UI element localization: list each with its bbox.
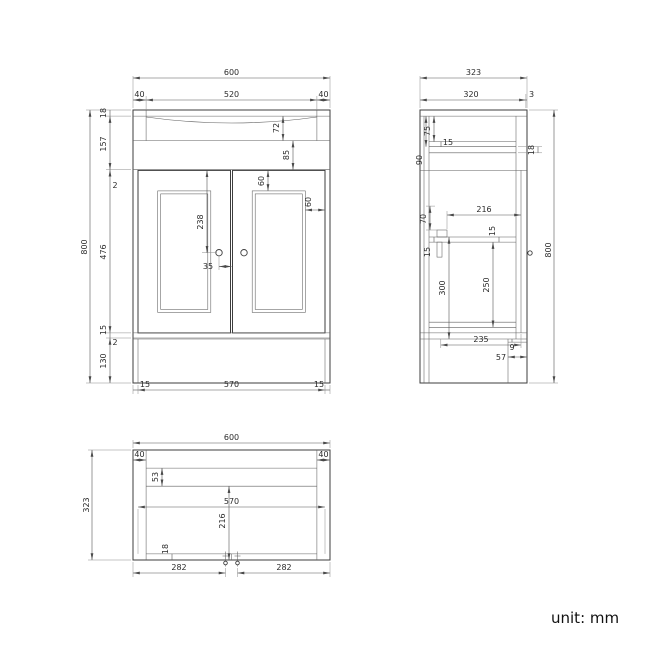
front-dim-bottom-570: 570	[224, 380, 239, 389]
plan-dim-total-depth: 323	[82, 497, 91, 512]
front-dim-top-right: 40	[318, 90, 328, 99]
front-dim-60b: 60	[304, 197, 313, 207]
side-dim-300: 300	[438, 280, 447, 295]
wall-bracket	[436, 229, 448, 238]
side-dim-18: 18	[527, 145, 536, 155]
plan-view-outline	[132, 449, 331, 567]
side-dim-235: 235	[473, 335, 488, 344]
right-door-knob	[240, 249, 248, 257]
basin-front-curve	[146, 116, 317, 124]
front-dim-2b: 2	[112, 338, 117, 347]
side-dim-9: 9	[509, 343, 514, 352]
plan-dim-total-width: 600	[224, 433, 239, 442]
side-view-outline	[419, 109, 533, 384]
front-dim-2a: 2	[112, 181, 117, 190]
front-dim-157: 157	[99, 136, 108, 151]
front-dim-476: 476	[99, 244, 108, 259]
plan-dim-18: 18	[161, 544, 170, 554]
plan-view: 600 40 40 323 53 570 216 18 282 282	[82, 433, 331, 577]
plan-dim-right-282: 282	[276, 563, 291, 572]
side-dim-320: 320	[463, 90, 478, 99]
front-dim-130: 130	[99, 353, 108, 368]
plan-dim-right-40: 40	[318, 450, 328, 459]
side-dim-70: 70	[419, 214, 428, 224]
plan-dim-left-282: 282	[171, 563, 186, 572]
side-dim-15a: 15	[443, 138, 453, 147]
front-view-dimensions: 600 40 520 40 800 18 157 2 476 15 2 130 …	[80, 68, 331, 394]
plan-view-dimensions: 600 40 40 323 53 570 216 18 282 282	[82, 433, 331, 577]
front-dim-72: 72	[272, 123, 281, 133]
side-dim-15b: 15	[423, 247, 432, 257]
front-dim-35: 35	[203, 262, 213, 271]
plan-dim-570: 570	[224, 497, 239, 506]
plan-dim-216: 216	[218, 513, 227, 528]
front-view-outline	[132, 109, 331, 384]
front-dim-18: 18	[99, 108, 108, 118]
side-view: 323 320 3 800 18 75 15 90 70 15 300 216 …	[415, 68, 558, 384]
side-dim-216: 216	[476, 205, 491, 214]
right-door-panel	[251, 190, 306, 313]
front-dim-bottom-15r: 15	[314, 380, 324, 389]
unit-label: unit: mm	[551, 609, 619, 627]
front-dim-total-width: 600	[224, 68, 239, 77]
side-dim-90: 90	[415, 155, 424, 165]
plan-dim-53: 53	[151, 472, 160, 482]
fixing-dot-right	[235, 560, 240, 566]
front-dim-total-height: 800	[80, 239, 89, 254]
side-dim-total-height: 800	[544, 242, 553, 257]
side-dim-250: 250	[482, 277, 491, 292]
front-dim-15: 15	[99, 325, 108, 335]
front-dim-top-center: 520	[224, 90, 239, 99]
front-dim-85: 85	[282, 150, 291, 160]
front-dim-top-left: 40	[134, 90, 144, 99]
front-dim-238: 238	[196, 214, 205, 229]
plan-dim-left-40: 40	[134, 450, 144, 459]
side-knob-detail	[527, 250, 533, 256]
side-view-dimensions: 323 320 3 800 18 75 15 90 70 15 300 216 …	[415, 68, 558, 384]
front-view: 600 40 520 40 800 18 157 2 476 15 2 130 …	[80, 68, 331, 394]
front-dim-bottom-15l: 15	[140, 380, 150, 389]
side-dim-3: 3	[529, 90, 534, 99]
left-door-panel	[157, 190, 212, 313]
fixing-dot-left	[223, 560, 228, 566]
side-dim-75: 75	[423, 126, 432, 136]
side-dim-15c: 15	[488, 226, 497, 236]
front-dim-60a: 60	[257, 176, 266, 186]
side-dim-total-depth: 323	[466, 68, 481, 77]
side-dim-57: 57	[496, 353, 506, 362]
